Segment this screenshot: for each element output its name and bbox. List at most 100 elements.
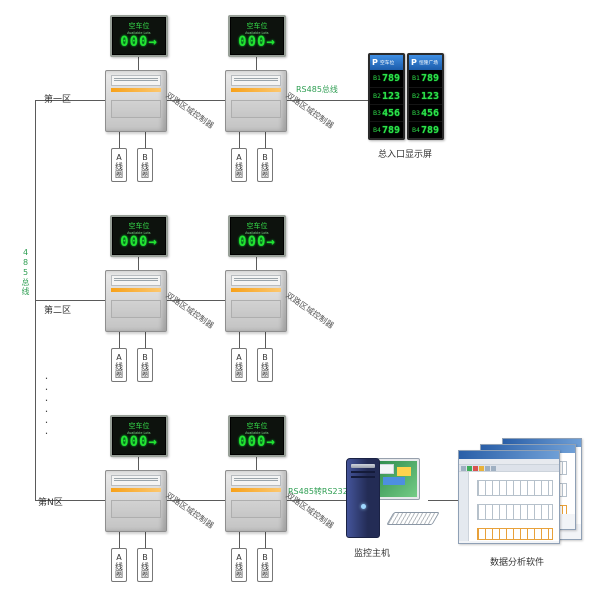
display-title: 空车位 xyxy=(246,222,268,230)
coil-a-label: A线圈 xyxy=(234,352,244,378)
row-id: B1 xyxy=(412,75,420,82)
zone-controller xyxy=(105,70,167,132)
window-titlebar xyxy=(503,439,581,447)
zone-controller xyxy=(105,270,167,332)
row-id: B4 xyxy=(373,126,381,134)
coil-a-label: A线圈 xyxy=(234,152,244,178)
parking-map xyxy=(477,480,553,496)
coil-b: B线圈 xyxy=(257,548,273,582)
window-sidebar xyxy=(459,472,469,541)
rs485-bus-label: RS485总线 xyxy=(296,85,338,94)
coil-b-label: B线圈 xyxy=(140,552,150,578)
screen-window xyxy=(397,467,411,476)
connector-line xyxy=(145,132,146,148)
coil-a: A线圈 xyxy=(111,548,127,582)
parking-logo: P xyxy=(372,58,378,67)
display-subtitle: Available Lots xyxy=(127,230,151,235)
display-value: 000→ xyxy=(238,434,276,450)
rs485-rs232-label: RS485转RS232 xyxy=(288,487,348,496)
entrance-screen-label: 总入口显示屏 xyxy=(378,150,433,160)
connector-line xyxy=(145,332,146,348)
controller-label-plate xyxy=(111,475,161,486)
row-id: B3 xyxy=(412,109,420,117)
coil-a: A线圈 xyxy=(231,348,247,382)
software-window-front xyxy=(458,450,560,544)
parking-map xyxy=(477,504,553,520)
connector-line xyxy=(119,532,120,548)
toolbar-icon xyxy=(485,466,490,471)
panel-row: B2 123 xyxy=(370,87,403,104)
display-subtitle: Available Lots xyxy=(245,30,269,35)
row-value: 123 xyxy=(381,90,400,102)
controller-label-plate xyxy=(231,75,281,86)
display-title: 空车位 xyxy=(128,422,150,430)
row-value: 789 xyxy=(420,73,439,84)
host-keyboard xyxy=(386,512,440,525)
connector-line xyxy=(265,332,266,348)
connector-line xyxy=(287,100,368,101)
available-lots-display: 空车位 Available Lots 000→ xyxy=(228,15,286,57)
controller-stripe xyxy=(111,488,161,492)
row-id: B4 xyxy=(412,126,420,134)
controller-label-plate xyxy=(111,275,161,286)
controller-caption: 双路区域控制器 xyxy=(164,290,216,331)
software-label: 数据分析软件 xyxy=(490,558,545,568)
connector-line xyxy=(239,332,240,348)
coil-a-label: A线圈 xyxy=(114,352,124,378)
controller-door xyxy=(111,100,161,118)
coil-a-label: A线圈 xyxy=(114,552,124,578)
coil-b-label: B线圈 xyxy=(140,352,150,378)
coil-b: B线圈 xyxy=(257,348,273,382)
controller-stripe xyxy=(111,288,161,292)
coil-b: B线圈 xyxy=(137,148,153,182)
connector-line xyxy=(35,300,105,301)
zone2-label: 第二区 xyxy=(44,306,72,316)
toolbar-icon xyxy=(473,466,478,471)
row-value: 789 xyxy=(381,73,400,84)
connector-line xyxy=(256,257,257,270)
controller-door xyxy=(111,500,161,518)
coil-b-label: B线圈 xyxy=(140,152,150,178)
panel-row: B3 456 xyxy=(409,104,442,121)
parking-logo: P xyxy=(411,58,417,67)
row-value: 123 xyxy=(420,90,439,102)
coil-a-label: A线圈 xyxy=(234,552,244,578)
display-subtitle: Available Lots xyxy=(127,430,151,435)
zone1-label: 第一区 xyxy=(44,95,72,105)
display-subtitle: Available Lots xyxy=(245,230,269,235)
controller-door xyxy=(111,300,161,318)
toolbar-icon xyxy=(479,466,484,471)
controller-label-plate xyxy=(111,75,161,86)
coil-b-label: B线圈 xyxy=(260,152,270,178)
controller-door xyxy=(231,500,281,518)
entrance-panel-header: P 空车位 xyxy=(370,55,403,70)
coil-b: B线圈 xyxy=(257,148,273,182)
screen-window xyxy=(378,464,394,474)
display-value: 000→ xyxy=(120,34,158,50)
controller-stripe xyxy=(231,88,281,92)
available-lots-display: 空车位 Available Lots 000→ xyxy=(228,215,286,257)
available-lots-display: 空车位 Available Lots 000→ xyxy=(110,415,168,457)
connector-line xyxy=(256,457,257,470)
connector-line xyxy=(265,132,266,148)
display-value: 000→ xyxy=(120,234,158,250)
entrance-panel-1: P 空车位 B1 789 B2 123 B3 456 B4 789 xyxy=(368,53,405,140)
connector-line xyxy=(138,57,139,70)
host-label: 监控主机 xyxy=(354,549,391,559)
controller-stripe xyxy=(231,488,281,492)
zone-controller xyxy=(225,270,287,332)
panel-row: B1 789 xyxy=(370,70,403,87)
window-body xyxy=(459,472,559,541)
display-subtitle: Available Lots xyxy=(127,30,151,35)
panel-row: B4 789 xyxy=(370,121,403,138)
toolbar-icon xyxy=(467,466,472,471)
panel-row: B4 789 xyxy=(409,121,442,138)
display-title: 空车位 xyxy=(246,22,268,30)
coil-a-label: A线圈 xyxy=(114,152,124,178)
connector-line xyxy=(239,132,240,148)
zoneN-label: 第N区 xyxy=(38,498,63,508)
panel-row: B1 789 xyxy=(409,70,442,87)
coil-b: B线圈 xyxy=(137,348,153,382)
coil-b: B线圈 xyxy=(137,548,153,582)
row-value: 456 xyxy=(381,107,400,119)
